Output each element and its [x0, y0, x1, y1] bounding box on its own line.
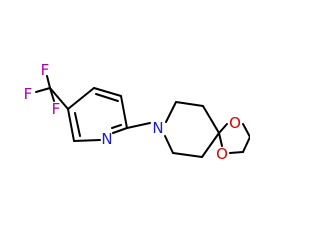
bond-o-bottom-spiro: [218, 132, 223, 147]
fluorine-top-label: F: [41, 61, 50, 79]
bond-n-c6: [73, 139, 101, 142]
bond-spiro-o-top: [218, 123, 228, 134]
bond-c6-c5: [67, 108, 75, 142]
bond-pyridine-piperidine: [126, 122, 151, 129]
fluorine-left-label: F: [24, 85, 33, 103]
piperidine-ring: [164, 101, 220, 158]
pyridine-ring: [67, 87, 128, 142]
bond-ch2-ch2: [242, 136, 250, 153]
piperidine-nitrogen-label: N: [152, 119, 163, 137]
bond-o-top-ch2: [242, 123, 250, 138]
bond-cc-cd: [172, 152, 203, 158]
pyridine-nitrogen-label: N: [101, 130, 112, 148]
bond-c4-c3: [93, 87, 122, 97]
bond-ch2-o-bottom: [229, 151, 244, 154]
oxygen-top-label: O: [229, 114, 241, 132]
bond-c2-n: [112, 127, 128, 134]
bond-cf3-ring: [49, 87, 69, 110]
molecule-diagram: F F F N N O O: [24, 61, 250, 163]
fluorine-bottom-label: F: [52, 100, 61, 118]
bond-c3-c2: [120, 95, 128, 129]
bond-c2-n-inner: [111, 124, 122, 129]
bond-cd-n: [164, 135, 174, 154]
bond-c-f-left: [35, 87, 51, 93]
bond-cb-spiro: [202, 105, 220, 134]
dioxolane-ring: [218, 123, 250, 154]
bond-ca-cb: [175, 101, 204, 107]
bond-n-ca: [165, 101, 177, 123]
bond-c-f-top: [46, 75, 51, 89]
oxygen-bottom-label: O: [216, 145, 228, 163]
bond-c6-c5-inner: [74, 112, 81, 137]
trifluoromethyl-bonds: [35, 75, 69, 110]
bond-c4-c3-inner: [95, 93, 119, 102]
bond-c5-c4: [67, 87, 95, 110]
bond-spiro-cc: [201, 132, 220, 158]
